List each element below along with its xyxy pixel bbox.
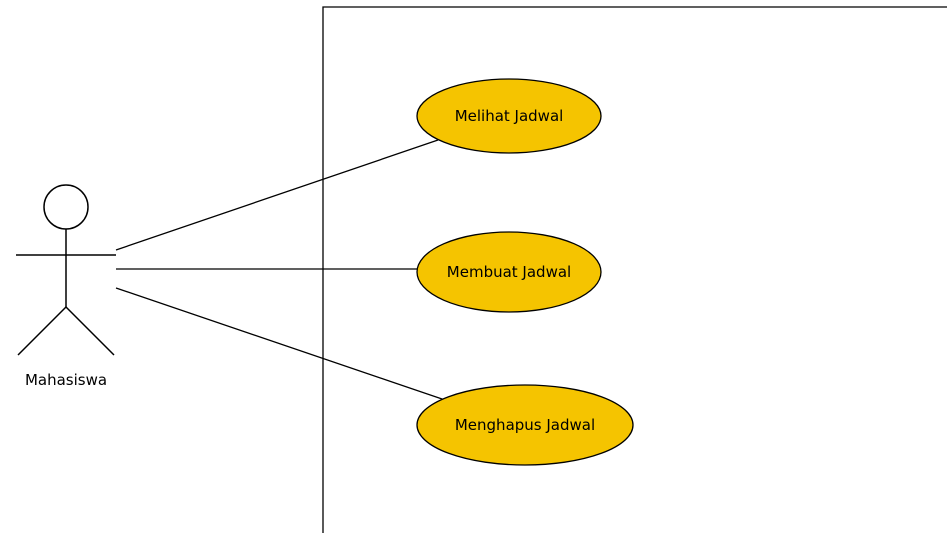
usecase-ellipse: [416, 78, 602, 154]
actor-head: [43, 184, 89, 230]
actor-mahasiswa[interactable]: Mahasiswa: [16, 184, 116, 389]
usecase-ellipse: [416, 384, 634, 466]
association-menghapus-jadwal: [115, 287, 446, 401]
actor-label: Mahasiswa: [25, 371, 107, 389]
usecase-label: Menghapus Jadwal: [455, 416, 595, 434]
usecase-label: Melihat Jadwal: [455, 107, 564, 125]
usecase-label: Membuat Jadwal: [447, 263, 571, 281]
actor-right-leg: [65, 306, 115, 356]
actor-left-leg: [17, 306, 67, 356]
association-melihat-jadwal: [115, 139, 439, 251]
usecase-menghapus-jadwal[interactable]: Menghapus Jadwal: [416, 384, 634, 466]
system-boundary: [322, 6, 947, 533]
usecase-membuat-jadwal[interactable]: Membuat Jadwal: [416, 231, 602, 313]
usecase-ellipse: [416, 231, 602, 313]
usecase-melihat-jadwal[interactable]: Melihat Jadwal: [416, 78, 602, 154]
